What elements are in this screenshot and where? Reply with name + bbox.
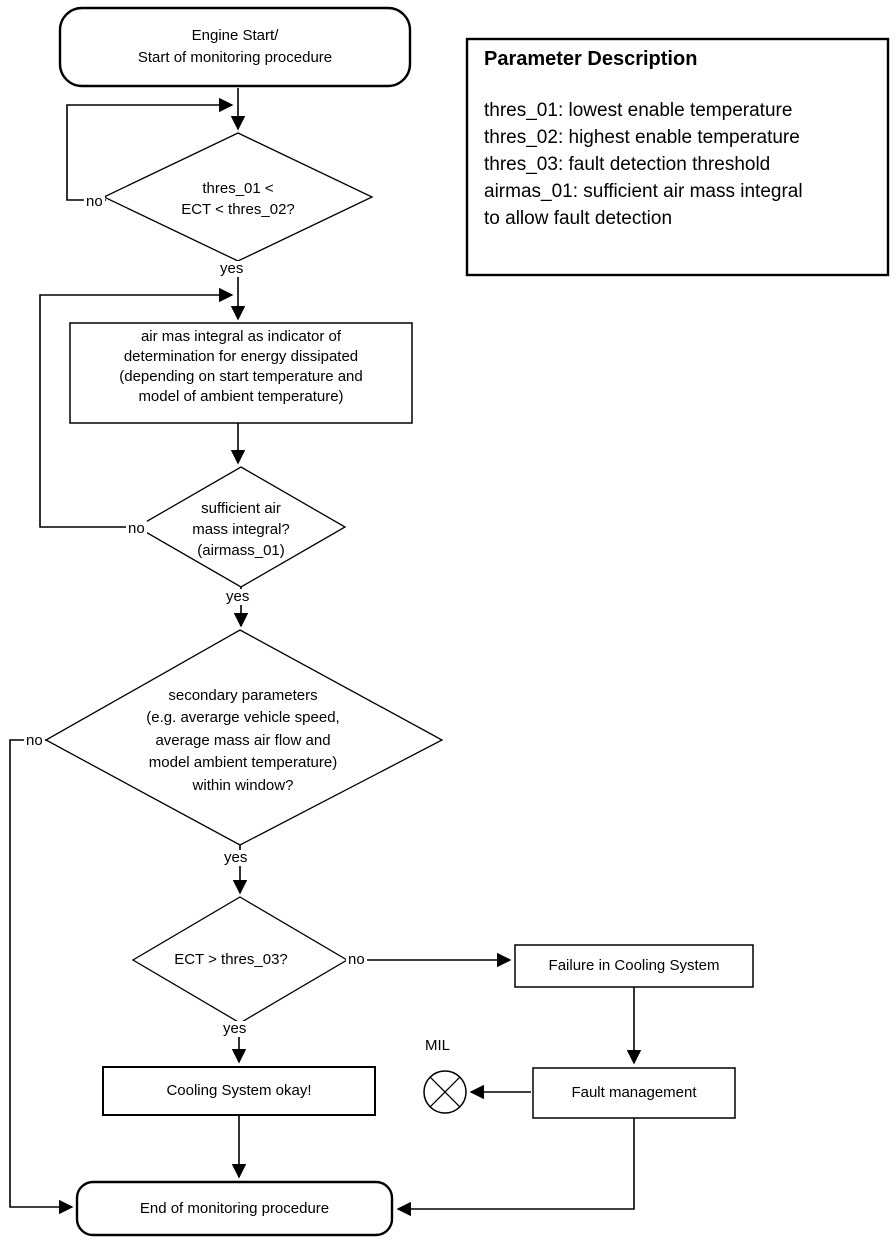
parameter-description-title: Parameter Description bbox=[484, 48, 698, 70]
failure-cooling-label: Failure in Cooling System bbox=[548, 957, 720, 974]
mil-indicator-icon bbox=[423, 1070, 467, 1114]
fault-management-label: Fault management bbox=[571, 1084, 697, 1101]
end-label: End of monitoring procedure bbox=[139, 1199, 330, 1217]
decision-air-mass-shape bbox=[135, 466, 347, 588]
edge-label-d1-yes: yes bbox=[218, 260, 246, 277]
edge-decision2-no-loop bbox=[39, 287, 234, 528]
edge-label-d3-no: no bbox=[24, 732, 45, 749]
legend-line: thres_01: lowest enable temperature bbox=[484, 100, 793, 121]
failure-cooling-shape bbox=[514, 944, 754, 988]
fault-management-shape bbox=[532, 1067, 736, 1119]
legend-line: thres_03: fault detection threshold bbox=[484, 154, 771, 175]
legend-line: to allow fault detection bbox=[484, 208, 673, 229]
mil-label: MIL bbox=[425, 1037, 451, 1054]
edge-label-d1-no: no bbox=[84, 193, 105, 210]
parameter-description-body: thres_01: lowest enable temperature thre… bbox=[484, 97, 803, 232]
engine-start-shape bbox=[58, 6, 412, 88]
edge-decision3-no-to-end bbox=[9, 739, 74, 1215]
process-air-mass-shape bbox=[69, 322, 413, 424]
edge-label-d4-no: no bbox=[346, 951, 367, 968]
parameter-description-box bbox=[465, 37, 890, 277]
decision-secondary-label: secondary parameters (e.g. averarge vehi… bbox=[146, 686, 340, 794]
legend-line: airmas_01: sufficient air mass integral bbox=[484, 181, 803, 202]
decision-air-mass-label: sufficient air mass integral? (airmass_0… bbox=[192, 499, 290, 559]
edge-label-d4-yes: yes bbox=[221, 1020, 249, 1037]
decision-ect-window-label: thres_01 < ECT < thres_02? bbox=[181, 180, 295, 218]
legend-line: thres_02: highest enable temperature bbox=[484, 127, 800, 148]
end-shape bbox=[75, 1180, 394, 1237]
decision-secondary-shape bbox=[44, 629, 444, 846]
edge-label-d2-yes: yes bbox=[224, 588, 252, 605]
edge-fault-to-end bbox=[396, 1118, 635, 1217]
engine-start-label: Engine Start/ Start of monitoring proced… bbox=[137, 27, 333, 66]
edge-label-d3-yes: yes bbox=[222, 849, 250, 866]
cooling-okay-label: Cooling System okay! bbox=[166, 1082, 312, 1099]
process-air-mass-label: air mas integral as indicator of determi… bbox=[119, 328, 363, 405]
cooling-okay-shape bbox=[102, 1066, 376, 1116]
edge-label-d2-no: no bbox=[126, 520, 147, 537]
decision-ect-thres3-label: ECT > thres_03? bbox=[174, 951, 288, 968]
